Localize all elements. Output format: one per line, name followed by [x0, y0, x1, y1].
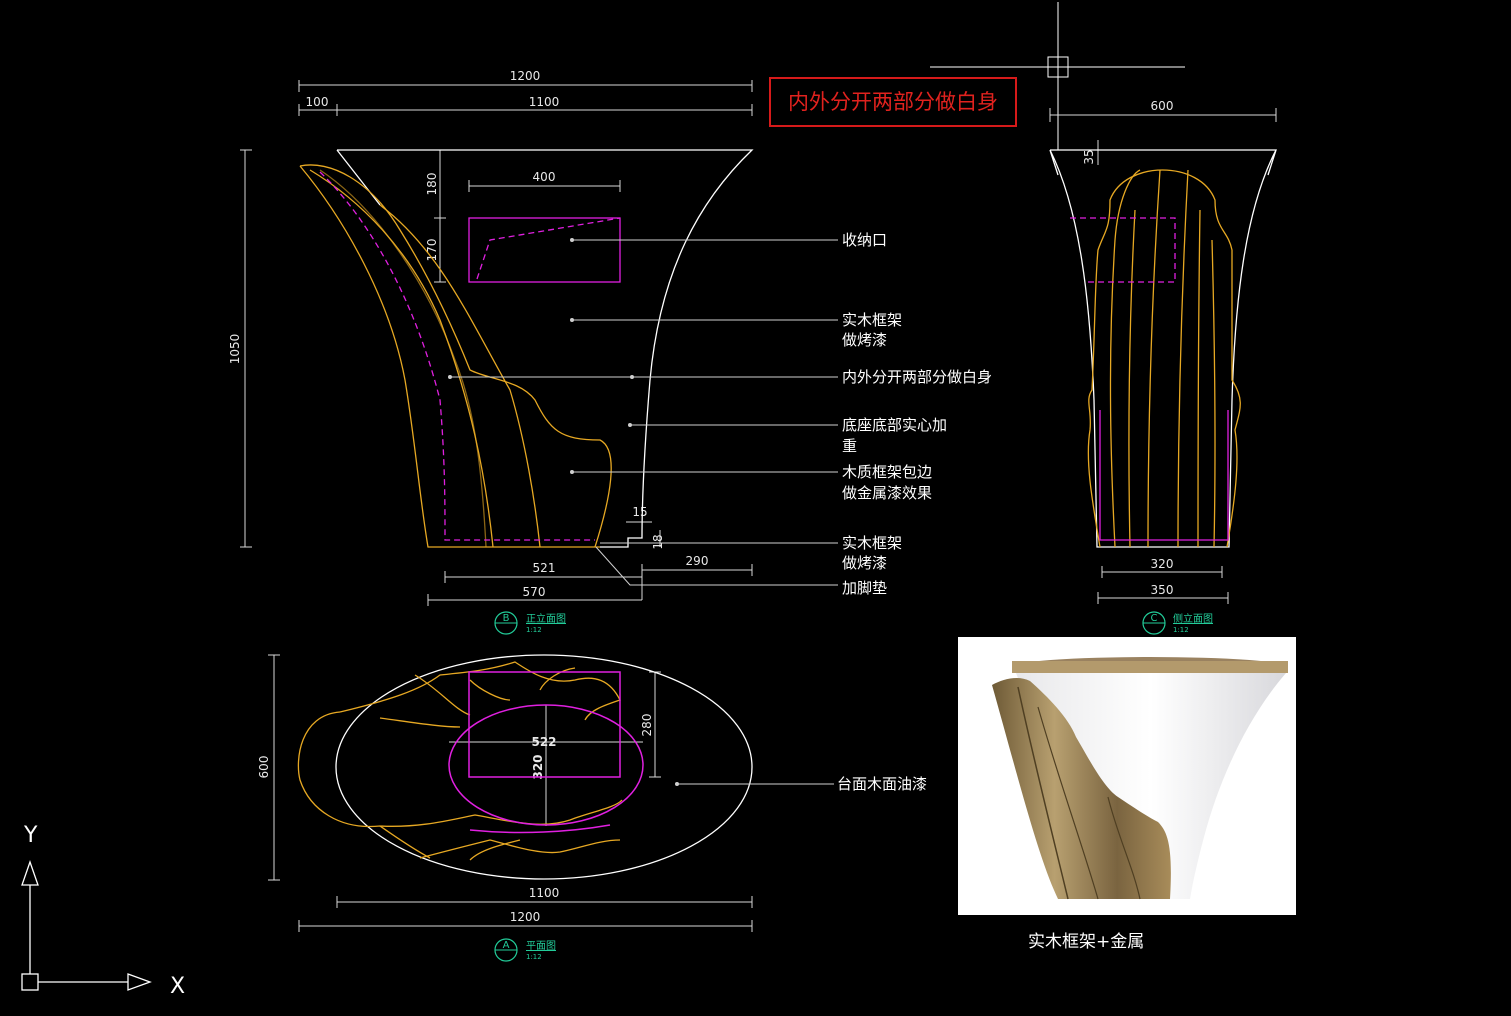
- side-hidden-lines: [1070, 217, 1229, 541]
- front-callout-dots: [448, 238, 634, 474]
- render-caption: 实木框架+金属: [1028, 932, 1145, 952]
- side-view-tag: C 侧立面图 1:12: [1142, 611, 1213, 635]
- dim-base-inner: 521: [533, 561, 556, 575]
- ucs-x-label: X: [170, 974, 185, 999]
- front-view-letter: B: [503, 613, 510, 624]
- dim-inner-width: 1100: [529, 95, 560, 109]
- dim-total-width: 1200: [510, 69, 541, 83]
- render-image: [958, 637, 1296, 915]
- front-elevation: 1200 100 1100 1050 180 170 400 15 18 290…: [228, 69, 992, 635]
- front-dimension-texts: 1200 100 1100 1050 180 170 400 15 18 290…: [228, 69, 708, 599]
- dim-plan-ellipse-height: 320: [531, 754, 545, 779]
- dim-base-outer: 570: [523, 585, 546, 599]
- front-view-scale: 1:12: [526, 626, 542, 634]
- dim-plan-inner-width: 1100: [529, 886, 560, 900]
- side-view-letter: C: [1151, 613, 1158, 624]
- dim-base-step: 15: [632, 505, 647, 519]
- side-elevation: 600 35 320 350 C 侧立面图 1:12: [930, 2, 1278, 635]
- plan-view-letter: A: [503, 940, 510, 951]
- front-view-name: 正立面图: [526, 612, 566, 625]
- ucs-y-label: Y: [23, 823, 38, 848]
- side-view-scale: 1:12: [1173, 626, 1189, 634]
- front-outer-shell: [337, 149, 754, 548]
- dim-side-base-inner: 320: [1151, 557, 1174, 571]
- callout-foot-pad: 加脚垫: [842, 579, 887, 597]
- plan-dimension-texts: 600 280 1100 1200 522 320: [257, 714, 654, 924]
- callout-solid-wood-frame: 实木框架: [842, 311, 902, 329]
- dim-side-top-width: 600: [1151, 99, 1174, 113]
- side-view-name: 侧立面图: [1173, 612, 1213, 625]
- ucs-icon: [21, 860, 152, 991]
- callout-base-weighted: 底座底部实心加: [842, 416, 947, 434]
- side-wood-frame: [1087, 169, 1241, 548]
- plan-hidden-lines: [448, 671, 644, 834]
- dim-plan-total-width: 1200: [510, 910, 541, 924]
- callout-solid-wood-frame-paint: 做烤漆: [842, 331, 887, 349]
- front-wood-frame: [299, 164, 612, 548]
- dim-opening-height: 170: [425, 239, 439, 262]
- dim-left-offset: 100: [306, 95, 329, 109]
- render-vase-illustration: [992, 657, 1288, 900]
- side-dimension-lines: [1049, 108, 1277, 604]
- dim-height: 1050: [228, 334, 242, 365]
- callout-solid-wood-frame-2: 实木框架: [842, 534, 902, 552]
- plan-outer-ellipse: [335, 654, 753, 880]
- front-hidden-lines: [319, 171, 621, 541]
- front-callouts: 收纳口 实木框架 做烤漆 内外分开两部分做白身 底座底部实心加 重 木质框架包边…: [842, 231, 992, 597]
- plan-dimension-lines: [268, 654, 753, 932]
- plan-view-tag: A 平面图 1:12: [494, 938, 556, 962]
- front-callout-leaders: [450, 239, 838, 586]
- dim-side-base-outer: 350: [1151, 583, 1174, 597]
- dim-opening-width: 400: [533, 170, 556, 184]
- callout-countertop-paint: 台面木面油漆: [837, 775, 927, 793]
- front-dimension-lines: [240, 80, 753, 606]
- dim-top-gap: 180: [425, 173, 439, 196]
- dim-side-top-height: 35: [1082, 149, 1096, 164]
- callout-wood-frame-metal-paint: 做金属漆效果: [842, 484, 932, 502]
- plan-view-name: 平面图: [526, 940, 556, 952]
- dim-base-height: 18: [651, 534, 665, 549]
- callout-base-weighted-cont: 重: [842, 437, 857, 455]
- callout-two-part-white-body: 内外分开两部分做白身: [842, 368, 992, 386]
- dim-plan-ellipse-width: 522: [531, 735, 556, 749]
- callout-storage-opening: 收纳口: [842, 231, 887, 249]
- side-dimension-texts: 600 35 320 350: [1082, 99, 1173, 597]
- dim-plan-box-height: 280: [640, 714, 654, 737]
- plan-view: 600 280 1100 1200 522 320 台面木面: [257, 654, 927, 962]
- title-box: 内外分开两部分做白身: [769, 77, 1017, 127]
- callout-wood-frame-edge: 木质框架包边: [842, 463, 932, 481]
- plan-view-scale: 1:12: [526, 953, 542, 961]
- dim-plan-depth: 600: [257, 756, 271, 779]
- crosshair-cursor[interactable]: [930, 2, 1185, 150]
- callout-solid-wood-frame-2-paint: 做烤漆: [842, 554, 887, 572]
- front-view-tag: B 正立面图 1:12: [494, 611, 566, 635]
- side-outer-shell: [1049, 149, 1278, 548]
- dim-base-right: 290: [686, 554, 709, 568]
